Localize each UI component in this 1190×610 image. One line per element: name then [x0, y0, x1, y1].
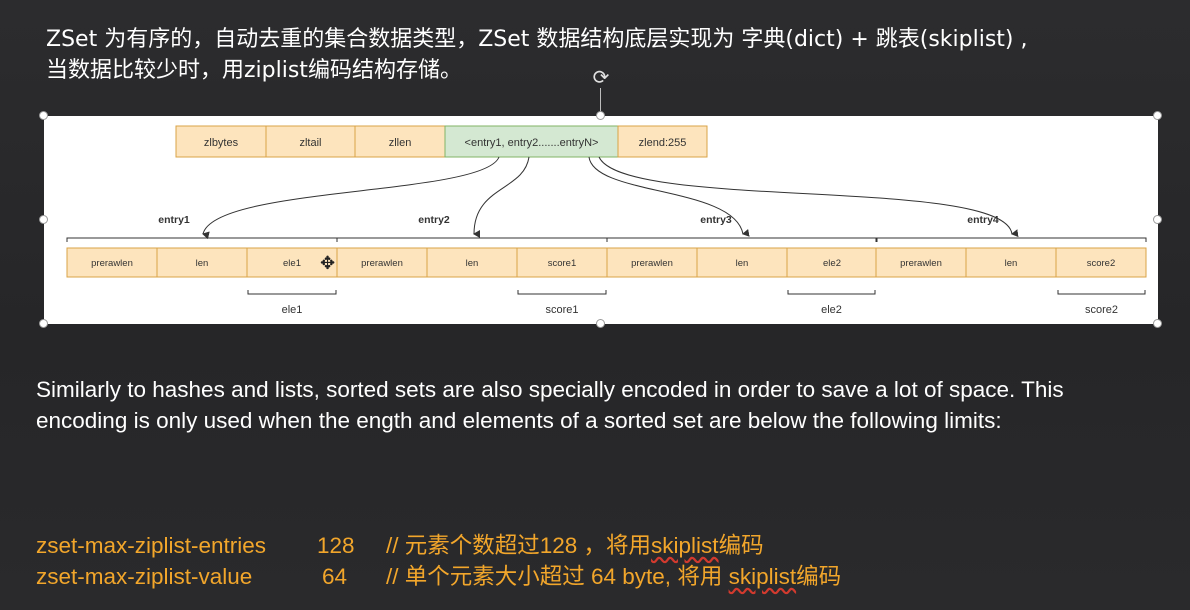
value-bracket — [247, 290, 337, 295]
entry-arrow-3 — [588, 156, 750, 237]
config-comment: // 单个元素大小超过 64 byte, 将用 skiplist编码 — [386, 562, 841, 592]
entry-field-cell — [336, 247, 428, 278]
header-cell-label: zlend:255 — [639, 137, 687, 149]
entry-field-label: len — [1005, 258, 1018, 269]
entry-bracket — [66, 237, 338, 242]
ziplist-diagram: zlbytes zltail zllen <entry1, entry2.......… — [66, 125, 1147, 316]
config-comment-suffix: 编码 — [718, 533, 764, 558]
entry-label: entry3 — [700, 214, 732, 226]
entry-field-label: len — [196, 258, 209, 269]
resize-handle-bottom-right[interactable] — [1153, 319, 1162, 328]
entry-label: entry2 — [418, 214, 450, 226]
header-cell-3 — [444, 125, 619, 158]
config-comment-text: // 元素个数超过128 ，将用 — [386, 533, 652, 558]
entry-field-cell — [156, 247, 248, 278]
entry-field-label: score1 — [548, 258, 577, 269]
resize-handle-top[interactable] — [596, 111, 605, 120]
value-bracket — [517, 290, 607, 295]
entry-arrow-4 — [598, 156, 1019, 238]
entry-field-label: len — [466, 258, 479, 269]
rotate-handle-icon[interactable]: ⟳ — [592, 65, 610, 89]
header-cell-4 — [617, 125, 708, 158]
spellcheck-word: skiplist — [728, 564, 797, 589]
entry-field-cell — [246, 247, 338, 278]
move-cursor-icon: ✥ — [320, 253, 335, 274]
entry-bracket — [336, 237, 608, 242]
rotate-stem — [600, 88, 601, 115]
slide-heading: ZSet 为有序的，自动去重的集合数据类型，ZSet 数据结构底层实现为 字典(… — [46, 24, 1176, 86]
entry-field-cell — [1055, 247, 1147, 278]
resize-handle-bottom-left[interactable] — [39, 319, 48, 328]
entry-field-cell — [516, 247, 608, 278]
header-cell-label: zllen — [389, 137, 412, 149]
heading-line-1: ZSet 为有序的，自动去重的集合数据类型，ZSet 数据结构底层实现为 字典(… — [46, 27, 1028, 52]
config-value: 128 — [317, 533, 355, 558]
header-cell-label: zlbytes — [204, 137, 239, 149]
config-comment: // 元素个数超过128 ，将用skiplist编码 — [386, 531, 764, 561]
config-comment-suffix: 编码 — [796, 564, 842, 589]
header-cell-1 — [265, 125, 356, 158]
header-cell-label: zltail — [299, 137, 321, 149]
entry-field-label: prerawlen — [361, 258, 403, 269]
config-value: 64 — [322, 564, 348, 589]
value-bracket-label: ele1 — [282, 304, 303, 316]
entry-field-label: ele1 — [283, 258, 301, 269]
entry-label: entry1 — [158, 214, 190, 226]
value-bracket-label: score1 — [545, 304, 578, 316]
entry-arrow-2 — [473, 156, 530, 239]
config-line-entries: zset-max-ziplist-entries 128 // 元素个数超过12… — [36, 531, 1156, 561]
entry-field-cell — [66, 247, 158, 278]
entry-arrow-1 — [202, 156, 500, 240]
config-name: zset-max-ziplist-entries — [36, 533, 267, 558]
config-name: zset-max-ziplist-value — [36, 564, 253, 589]
config-comment-text: // 单个元素大小超过 64 byte, 将用 — [386, 564, 729, 589]
entry-label: entry4 — [967, 214, 999, 226]
heading-line-2: 当数据比较少时，用ziplist编码结构存储。 — [46, 58, 462, 83]
spellcheck-word: skiplist — [651, 533, 719, 558]
header-cell-label: <entry1, entry2.......entryN> — [465, 137, 599, 149]
header-cell-0 — [175, 125, 267, 158]
config-line-value: zset-max-ziplist-value 64 // 单个元素大小超过 64… — [36, 562, 1156, 592]
resize-handle-bottom[interactable] — [596, 319, 605, 328]
value-bracket-label: score2 — [1085, 304, 1118, 316]
resize-handle-left[interactable] — [39, 215, 48, 224]
entry-field-label: prerawlen — [631, 258, 673, 269]
entry-field-cell — [606, 247, 698, 278]
entry-field-label: prerawlen — [91, 258, 133, 269]
resize-handle-top-right[interactable] — [1153, 111, 1162, 120]
value-bracket — [1057, 290, 1146, 295]
entry-field-label: len — [736, 258, 749, 269]
value-bracket — [787, 290, 876, 295]
entry-field-label: prerawlen — [900, 258, 942, 269]
entry-bracket — [606, 237, 878, 242]
entry-field-cell — [426, 247, 518, 278]
value-bracket-label: ele2 — [821, 304, 842, 316]
entry-field-cell — [965, 247, 1057, 278]
resize-handle-top-left[interactable] — [39, 111, 48, 120]
entry-field-label: score2 — [1087, 258, 1116, 269]
entry-bracket — [875, 237, 1147, 242]
description-paragraph: Similarly to hashes and lists, sorted se… — [36, 377, 1064, 433]
resize-handle-right[interactable] — [1153, 215, 1162, 224]
entry-field-cell — [696, 247, 788, 278]
entry-field-label: ele2 — [823, 258, 841, 269]
